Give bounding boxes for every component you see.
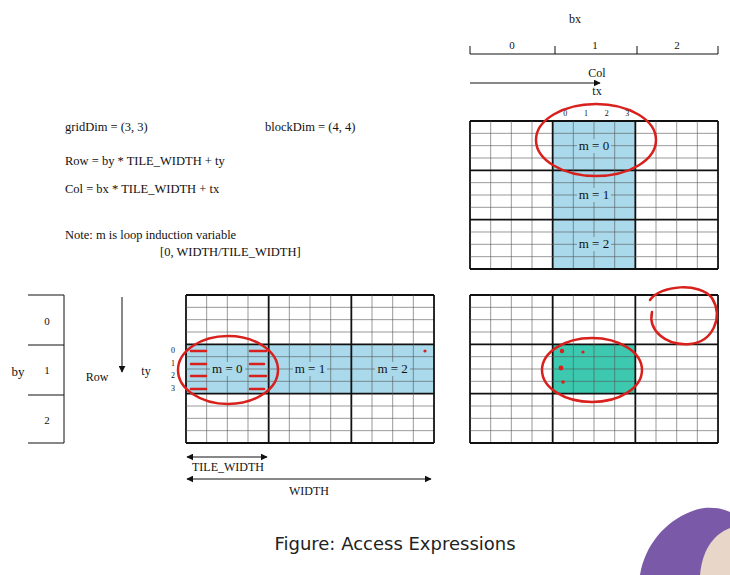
block-index: 2 [674,39,680,51]
note-text: Note: m is loop induction variable [65,229,236,243]
figure-caption: Figure: Access Expressions [274,533,515,554]
tile-band: m = 0 [186,344,269,393]
axis-name: bx [569,13,581,26]
axis-name: Col [588,67,605,80]
block-index: 0 [509,39,515,51]
config-text: gridDim = (3, 3) [65,121,148,135]
block-index: 1 [592,39,598,51]
axis-name: Row [84,371,111,384]
axis-name: by [10,365,27,379]
thread-index: 2 [171,372,175,381]
loop-label: m = 1 [293,362,327,376]
tile-band: m = 0 [553,121,636,170]
thread-index: 2 [605,110,609,119]
formula-text: Col = bx * TILE_WIDTH + tx [65,183,219,197]
formula-text: Row = by * TILE_WIDTH + ty [65,155,225,169]
axis-name: tx [592,85,601,98]
tile-band: m = 1 [269,344,352,393]
thread-index: 3 [171,384,175,393]
tile-band: m = 2 [553,220,636,269]
loop-label: m = 2 [577,237,611,251]
block-index: 1 [44,364,50,376]
thread-index: 1 [584,110,588,119]
block-index: 0 [44,315,50,327]
loop-label: m = 0 [577,139,611,153]
loop-label: m = 1 [577,188,611,202]
loop-label: m = 0 [210,362,244,376]
note-text: [0, WIDTH/TILE_WIDTH] [160,246,301,260]
dimension-label: WIDTH [287,485,331,498]
thread-index: 1 [171,359,175,368]
thread-index: 3 [625,110,629,119]
thread-index: 0 [563,110,567,119]
dimension-label: TILE_WIDTH [190,461,266,474]
axis-name: ty [139,365,152,378]
tile-band: m = 2 [351,344,434,393]
config-text: blockDim = (4, 4) [265,121,355,135]
block-index: 2 [44,414,50,426]
loop-label: m = 2 [375,362,409,376]
tile-band: m = 1 [553,170,636,219]
thread-index: 0 [171,347,175,356]
